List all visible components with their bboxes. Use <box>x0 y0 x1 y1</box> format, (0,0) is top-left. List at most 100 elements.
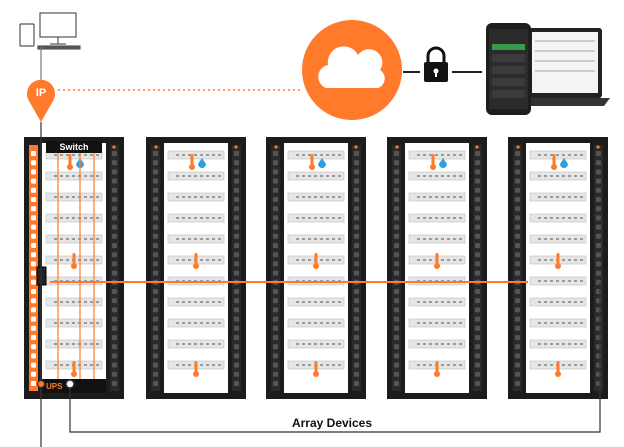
pdu-outlet <box>273 178 278 184</box>
device-port <box>453 301 456 303</box>
device-port <box>60 175 63 177</box>
device-port <box>200 154 203 156</box>
device-port <box>72 196 75 198</box>
pdu-outlet <box>596 206 601 212</box>
device-port <box>308 154 311 156</box>
device-port <box>96 175 99 177</box>
pdu-outlet <box>234 169 239 175</box>
device-port <box>580 196 583 198</box>
device-port <box>435 301 438 303</box>
pdu-outlet <box>273 362 278 368</box>
status-led <box>475 145 479 149</box>
device-port <box>90 322 93 324</box>
pdu-outlet <box>112 243 117 248</box>
device-port <box>332 301 335 303</box>
pdu-outlet <box>273 160 278 166</box>
pdu-outlet <box>394 344 399 350</box>
pdu-outlet <box>31 178 36 184</box>
device-port <box>447 238 450 240</box>
pdu-outlet <box>31 381 36 386</box>
pdu-outlet <box>354 289 359 294</box>
humidity-probe-icon <box>560 158 568 168</box>
pdu-outlet <box>112 298 117 304</box>
device-port <box>562 343 565 345</box>
device-port <box>212 196 215 198</box>
pdu-outlet <box>234 178 239 184</box>
device-port <box>320 238 323 240</box>
device-port <box>308 238 311 240</box>
pdu-outlet <box>234 187 239 193</box>
device-port <box>580 217 583 219</box>
device-port <box>314 238 317 240</box>
pdu-outlet <box>596 178 601 184</box>
pdu-outlet <box>234 325 239 331</box>
device-port <box>314 301 317 303</box>
pdu-outlet <box>475 169 480 175</box>
pdu-outlet <box>394 270 399 276</box>
device-port <box>435 196 438 198</box>
pdu-outlet <box>112 335 117 340</box>
pdu-outlet <box>354 151 359 156</box>
thermometer-bulb <box>71 263 77 269</box>
pdu-outlet <box>31 206 36 212</box>
pdu-outlet <box>354 233 359 239</box>
thermometer-bulb <box>313 263 319 269</box>
device-port <box>544 154 547 156</box>
ip-location-pin-icon: IP <box>27 79 56 122</box>
thermometer-icon <box>71 361 77 377</box>
thermometer-icon <box>189 154 195 170</box>
device-port <box>423 259 426 261</box>
device-port <box>435 322 438 324</box>
pdu-outlet <box>112 344 117 350</box>
rack-2 <box>146 137 246 399</box>
thermometer-bulb <box>551 164 557 170</box>
pdu-outlet <box>153 243 158 248</box>
device-port <box>60 343 63 345</box>
thermometer-stem <box>556 361 560 373</box>
device-port <box>538 196 541 198</box>
device-port <box>84 154 87 156</box>
device-port <box>568 322 571 324</box>
device-port <box>72 343 75 345</box>
pdu-outlet <box>394 160 399 166</box>
device-port <box>60 154 63 156</box>
device-port <box>562 196 565 198</box>
device-port <box>417 364 420 366</box>
pdu-outlet <box>394 224 399 230</box>
device-port <box>441 196 444 198</box>
pdu-outlet <box>153 151 158 156</box>
device-port <box>176 175 179 177</box>
pdu-outlet <box>475 187 480 193</box>
device-port <box>556 322 559 324</box>
desktop-computer-icon <box>19 12 81 50</box>
pdu-strip <box>271 145 280 391</box>
pdu-outlet <box>273 215 278 221</box>
pdu-outlet <box>354 261 359 267</box>
pdu-outlet <box>153 233 158 239</box>
device-port <box>96 322 99 324</box>
device-port <box>176 238 179 240</box>
ups-port-dot <box>65 379 75 389</box>
device-port <box>176 196 179 198</box>
device-port <box>84 364 87 366</box>
pdu-strip <box>473 145 482 391</box>
pdu-outlet <box>354 381 359 386</box>
device-port <box>182 217 185 219</box>
device-port <box>417 196 420 198</box>
pdu-outlet <box>234 353 239 359</box>
device-port <box>332 238 335 240</box>
pdu-outlet <box>234 151 239 156</box>
pdu-outlet <box>475 206 480 212</box>
device-port <box>326 322 329 324</box>
device-port <box>302 154 305 156</box>
device-port <box>556 217 559 219</box>
device-port <box>188 259 191 261</box>
pdu-outlet <box>394 252 399 258</box>
device-port <box>538 364 541 366</box>
pdu-outlet <box>515 362 520 368</box>
pdu-strip <box>232 145 241 391</box>
device-port <box>338 196 341 198</box>
pdu-outlet <box>31 298 36 304</box>
thermometer-icon <box>193 253 199 269</box>
